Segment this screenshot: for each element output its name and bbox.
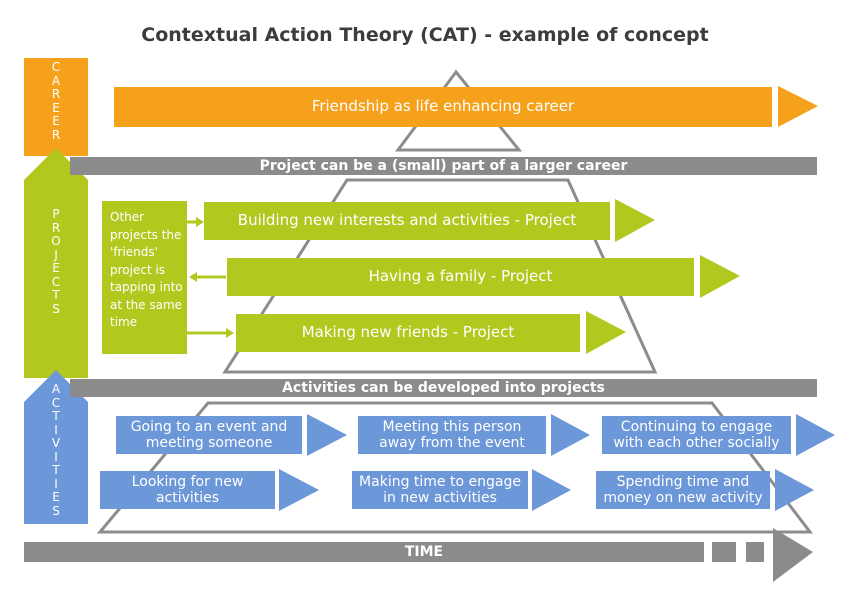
other-projects-note-box	[102, 201, 187, 354]
time-label: TIME	[404, 544, 444, 560]
projects-letter: E	[52, 261, 60, 275]
activities-letter: T	[52, 409, 60, 423]
project-label-2: Having a family - Project	[368, 267, 553, 286]
project-arrow-head-1	[615, 199, 655, 242]
activity-arrow-body-4	[100, 471, 275, 509]
activities-band-bar	[70, 379, 817, 397]
projects-letter: T	[52, 288, 60, 302]
other-projects-note: Other projects the 'friends' project is …	[110, 210, 183, 329]
activity-label-4: Looking for new activities	[131, 473, 244, 506]
connector-arrowhead-2	[189, 272, 197, 282]
activity-arrow-body-5	[352, 471, 528, 509]
projects-letter: O	[51, 234, 61, 248]
activity-arrow-head-3	[796, 414, 835, 456]
activities-letter: T	[52, 463, 60, 477]
project-arrow-body-2	[227, 258, 694, 296]
project-arrow-head-3	[586, 311, 626, 354]
projects-letter: J	[54, 247, 58, 262]
projects-band-bar	[70, 157, 817, 175]
project-arrow-body-1	[204, 202, 610, 240]
activities-letter: C	[51, 395, 61, 410]
project-label-3: Making new friends - Project	[301, 323, 515, 342]
activity-arrow-head-1	[307, 414, 347, 456]
activity-arrow-body-6	[596, 471, 770, 509]
activities-letter: S	[52, 503, 60, 518]
activity-label-6: Spending time and money on new activity	[603, 473, 763, 506]
career-arrow-head	[778, 86, 818, 127]
activity-arrow-head-6	[775, 469, 814, 511]
diagram-title: Contextual Action Theory (CAT) - example…	[141, 24, 709, 46]
projects-letter: C	[51, 274, 61, 289]
activities-letter: I	[54, 476, 58, 491]
connector-arrowhead-1	[196, 217, 204, 227]
project-arrow-head-2	[700, 255, 740, 298]
activities-letter: A	[51, 382, 61, 396]
projects-trapezoid	[222, 178, 658, 374]
project-arrow-body-3	[236, 314, 580, 352]
career-letter: E	[52, 100, 60, 115]
activity-arrow-body-3	[602, 416, 791, 454]
career-letter: A	[51, 73, 61, 88]
career-column	[24, 58, 88, 156]
projects-letter: R	[51, 220, 61, 235]
projects-column	[24, 148, 88, 378]
activity-arrow-body-2	[358, 416, 546, 454]
career-letter: R	[51, 127, 61, 142]
activity-arrow-head-4	[279, 469, 319, 511]
activities-letter: I	[54, 449, 58, 464]
activity-label-5: Making time to engage in new activities	[359, 473, 521, 506]
career-arrow-body	[114, 87, 772, 127]
activities-letter: V	[51, 436, 61, 450]
projects-band-label: Project can be a (small) part of a large…	[259, 158, 628, 174]
projects-letter: P	[52, 207, 60, 221]
projects-letter: S	[52, 301, 60, 316]
time-dash-2	[746, 542, 764, 562]
career-letter: E	[52, 114, 60, 128]
project-label-1: Building new interests and activities - …	[237, 211, 577, 230]
time-arrow-body	[24, 542, 704, 562]
activities-column	[24, 370, 88, 524]
career-letter: C	[51, 60, 61, 74]
time-arrow-head	[773, 528, 813, 582]
activity-arrow-head-2	[551, 414, 590, 456]
activities-band-label: Activities can be developed into project…	[282, 380, 605, 396]
activities-letter: E	[52, 490, 60, 504]
activities-letter: I	[54, 422, 58, 437]
connector-arrowhead-3	[226, 328, 234, 338]
activity-arrow-body-1	[116, 416, 302, 454]
activity-label-2: Meeting this person away from the event	[379, 418, 525, 451]
career-letter: R	[51, 87, 61, 101]
activity-arrow-head-5	[532, 469, 571, 511]
activity-label-3: Continuing to engage with each other soc…	[613, 418, 780, 451]
time-dash-1	[712, 542, 736, 562]
activity-label-1: Going to an event and meeting someone	[130, 418, 288, 451]
career-arrow-label: Friendship as life enhancing career	[311, 97, 575, 116]
